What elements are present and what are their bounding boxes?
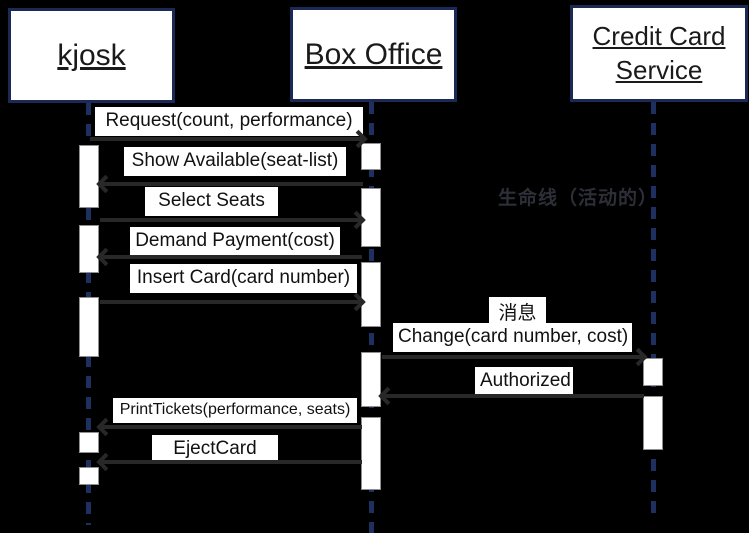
annotation-lifeline-note: 生命线（活动的） [498, 188, 659, 209]
actor-kjosk-label: kjosk [57, 39, 126, 72]
actor-box-office-label: Box Office [304, 38, 443, 71]
activation-bar [361, 188, 381, 247]
arrowhead-icon [96, 452, 115, 472]
activation-bar [79, 297, 99, 357]
message-arrow [382, 347, 648, 367]
message-arrow [96, 174, 363, 194]
actor-kjosk: kjosk [8, 8, 175, 103]
message-label: PrintTickets(performance, seats) [113, 398, 357, 423]
message-arrow [100, 292, 366, 312]
actor-box-office: Box Office [290, 7, 457, 102]
activation-bar [643, 358, 663, 386]
activation-bar [361, 262, 381, 327]
message-arrow [100, 210, 366, 230]
message-label: Select Seats [145, 187, 278, 216]
message-arrow [96, 247, 362, 267]
arrowhead-icon [96, 174, 115, 194]
annotation-message-note-label: 消息 [498, 302, 537, 324]
activation-bar [361, 417, 381, 490]
activation-bar [643, 396, 663, 450]
annotation-message-note: 消息 [489, 297, 546, 325]
arrowhead-icon [96, 247, 115, 267]
activation-bar [79, 145, 99, 208]
message-arrow [96, 452, 362, 472]
activation-bar [79, 432, 99, 453]
message-label: EjectCard [152, 435, 278, 464]
activation-bar [79, 467, 99, 485]
activation-bar [79, 225, 99, 273]
lifeline-credit-card-service [651, 102, 656, 517]
message-label: Demand Payment(cost) [130, 227, 340, 256]
arrowhead-icon [96, 417, 115, 437]
actor-credit-card-service: Credit Card Service [570, 5, 748, 102]
message-label: Request(count, performance) [95, 107, 363, 136]
message-label: Insert Card(card number) [130, 264, 357, 293]
message-label: Show Available(seat-list) [124, 147, 346, 176]
message-arrow [96, 417, 362, 437]
message-label: Change(card number, cost) [393, 323, 632, 352]
message-arrow [378, 386, 644, 406]
arrowhead-icon [378, 386, 397, 406]
activation-bar [361, 143, 381, 170]
message-arrow [90, 129, 368, 149]
message-label: Authorized [475, 367, 573, 396]
actor-credit-card-service-label: Credit Card Service [592, 20, 726, 85]
activation-bar [361, 352, 381, 407]
